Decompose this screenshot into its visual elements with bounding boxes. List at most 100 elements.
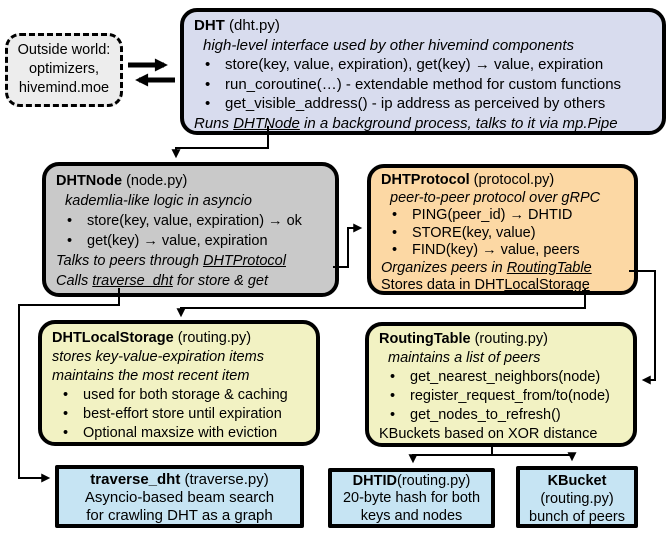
outside-world-line-3: hivemind.moe — [18, 80, 110, 96]
dhtlocalstorage-subtitle-2: maintains the most recent item — [52, 368, 250, 384]
kbucket-box: KBucket (routing.py) bunch of peers — [516, 466, 638, 528]
traverse-dht-line-2: for crawling DHT as a graph — [86, 507, 273, 524]
dhtprotocol-box: DHTProtocol (protocol.py) peer-to-peer p… — [367, 164, 638, 295]
kbucket-filename: (routing.py) — [540, 491, 614, 507]
bullet-icon: • — [392, 207, 398, 223]
dht-subtitle: high-level interface used by other hivem… — [203, 36, 575, 54]
routingtable-bullet-2: register_request_from/to(node) — [410, 388, 610, 404]
dhtid-box: DHTID(routing.py) 20-byte hash for both … — [328, 468, 495, 528]
bullet-icon: • — [390, 407, 396, 423]
dhtlocalstorage-bullet-row-2: • best-effort store until expiration — [52, 405, 306, 424]
bullet-icon: • — [63, 406, 69, 422]
routingtable-bullet-row-2: • register_request_from/to(node) — [379, 387, 623, 406]
dhtprotocol-bullet-1: PING(peer_id) → DHTID — [412, 207, 573, 223]
traverse-dht-header: traverse_dht (traverse.py) — [59, 471, 300, 489]
dhtnode-bullet-row-2: • get(key) → value, expiration — [56, 231, 325, 251]
dht-footer: Runs DHTNode in a background process, ta… — [194, 114, 652, 134]
dhtlocalstorage-header: DHTLocalStorage (routing.py) — [52, 329, 306, 348]
routingtable-bullet-row-1: • get_nearest_neighbors(node) — [379, 368, 623, 387]
dhtprotocol-organizes-line: Organizes peers in RoutingTable — [381, 260, 624, 278]
bullet-icon: • — [67, 233, 73, 249]
dhtnode-bullet-1: store(key, value, expiration) → ok — [87, 213, 302, 229]
routingtable-bullet-row-3: • get_nodes_to_refresh() — [379, 406, 623, 425]
dht-footer-post: in a background process, talks to it via… — [299, 114, 618, 132]
routingtable-bullet-3: get_nodes_to_refresh() — [410, 407, 561, 423]
dht-bullet-3: get_visible_address() - ip address as pe… — [225, 95, 606, 112]
dhtlocalstorage-bullet-row-3: • Optional maxsize with eviction — [52, 424, 306, 443]
dhtid-filename: (routing.py) — [396, 473, 471, 489]
dhtprotocol-bullet-2: STORE(key, value) — [412, 224, 536, 241]
dhtprotocol-header: DHTProtocol (protocol.py) — [381, 172, 624, 190]
routingtable-box: RoutingTable (routing.py) maintains a li… — [365, 322, 637, 447]
dht-header: DHT (dht.py) — [194, 16, 652, 36]
dhtnode-title: DHTNode — [56, 173, 123, 189]
dht-bullet-row-3: • get_visible_address() - ip address as p… — [194, 94, 652, 114]
bullet-icon: • — [205, 75, 211, 93]
routingtable-filename: (routing.py) — [470, 331, 548, 347]
dhtnode-talks-pre: Talks to peers through — [56, 253, 203, 269]
dhtnode-traverse-ref: traverse_dht — [92, 273, 173, 289]
dht-bullet-row-2: • run_coroutine(…) - extendable method fo… — [194, 75, 652, 95]
routingtable-title: RoutingTable — [379, 331, 471, 347]
dhtlocalstorage-bullet-2: best-effort store until expiration — [83, 406, 282, 422]
outside-world-line-2: optimizers, — [28, 61, 100, 77]
dhtnode-dhtprotocol-ref: DHTProtocol — [202, 253, 286, 269]
dhtprotocol-subtitle: peer-to-peer protocol over gRPC — [390, 189, 601, 206]
dhtlocalstorage-bullet-3: Optional maxsize with eviction — [83, 425, 278, 441]
dhtprotocol-filename: (protocol.py) — [469, 172, 555, 188]
routingtable-subtitle: maintains a list of peers — [388, 350, 541, 366]
dhtlocalstorage-box: DHTLocalStorage (routing.py) stores key-… — [38, 320, 320, 446]
dhtnode-filename: (node.py) — [122, 173, 188, 189]
dhtnode-calls-pre: Calls — [56, 273, 93, 289]
bullet-icon: • — [205, 95, 211, 112]
dhtid-title: DHTID — [352, 473, 397, 489]
dht-bullet-row-1: • store(key, value, expiration), get(key)… — [194, 55, 652, 75]
dhtnode-bullet-row-1: • store(key, value, expiration) → ok — [56, 211, 325, 231]
dht-bullet-1: store(key, value, expiration), get(key) … — [225, 56, 604, 73]
dhtprotocol-bullet-row-3: •FIND(key) → value, peers — [381, 242, 624, 260]
dhtlocalstorage-title: DHTLocalStorage — [52, 330, 174, 346]
traverse-dht-filename: (traverse.py) — [180, 471, 269, 488]
dhtid-line-1: 20-byte hash for both — [342, 490, 481, 507]
dht-footer-pre: Runs — [194, 114, 234, 132]
bullet-icon: • — [392, 224, 398, 241]
dhtnode-calls-post: for store & get — [172, 273, 268, 289]
dht-box: DHT (dht.py) high-level interface used b… — [180, 8, 666, 135]
dhtid-header: DHTID(routing.py) — [332, 473, 491, 490]
dhtnode-header: DHTNode (node.py) — [56, 171, 325, 191]
dhtlocalstorage-filename: (routing.py) — [173, 330, 252, 346]
dhtprotocol-stores-pre: Stores data in DHT — [381, 277, 505, 293]
dhtlocalstorage-bullet-row-1: •used for both storage & caching — [52, 386, 306, 405]
dht-footer-dhtnode-ref: DHTNode — [233, 114, 300, 132]
dhtprotocol-localstorage-ref: LocalStorage — [504, 277, 590, 293]
dht-bullet-2: run_coroutine(…) - extendable method for… — [225, 75, 622, 93]
bullet-icon: • — [392, 242, 398, 258]
traverse-dht-title: traverse_dht — [90, 471, 181, 488]
dhtnode-subtitle: kademlia-like logic in asyncio — [65, 193, 252, 209]
dhtnode-calls-line: Calls traverse_dht for store & get — [56, 271, 325, 291]
dhtlocalstorage-subtitle-1: stores key-value-expiration items — [52, 349, 264, 365]
bullet-icon: • — [63, 387, 69, 403]
kbucket-line-1: bunch of peers — [529, 509, 625, 525]
dhtprotocol-bullet-row-2: • STORE(key, value) — [381, 225, 624, 243]
bullet-icon: • — [390, 369, 396, 385]
dhtprotocol-routingtable-ref: RoutingTable — [506, 259, 592, 276]
routingtable-footer: KBuckets based on XOR distance — [379, 426, 598, 442]
dhtnode-talks-line: Talks to peers through DHTProtocol — [56, 251, 325, 271]
dhtid-line-2: keys and nodes — [360, 507, 463, 524]
bullet-icon: • — [390, 388, 396, 404]
bullet-icon: • — [63, 425, 69, 441]
dhtnode-bullet-2: get(key) → value, expiration — [87, 233, 268, 249]
dhtprotocol-title: DHTProtocol — [381, 172, 470, 188]
dht-filename: (dht.py) — [224, 17, 280, 34]
routingtable-header: RoutingTable (routing.py) — [379, 330, 623, 349]
bullet-icon: • — [205, 56, 211, 73]
dhtnode-box: DHTNode (node.py) kademlia-like logic in… — [42, 162, 339, 297]
outside-world-box: Outside world: optimizers, hivemind.moe — [5, 33, 123, 107]
traverse-dht-line-1: Asyncio-based beam search — [84, 489, 275, 506]
dhtprotocol-stores-line: Stores data in DHTLocalStorage — [381, 277, 624, 295]
routingtable-bullet-1: get_nearest_neighbors(node) — [410, 369, 601, 385]
dhtprotocol-organizes-pre: Organizes peers in — [381, 259, 507, 276]
bullet-icon: • — [67, 213, 73, 229]
